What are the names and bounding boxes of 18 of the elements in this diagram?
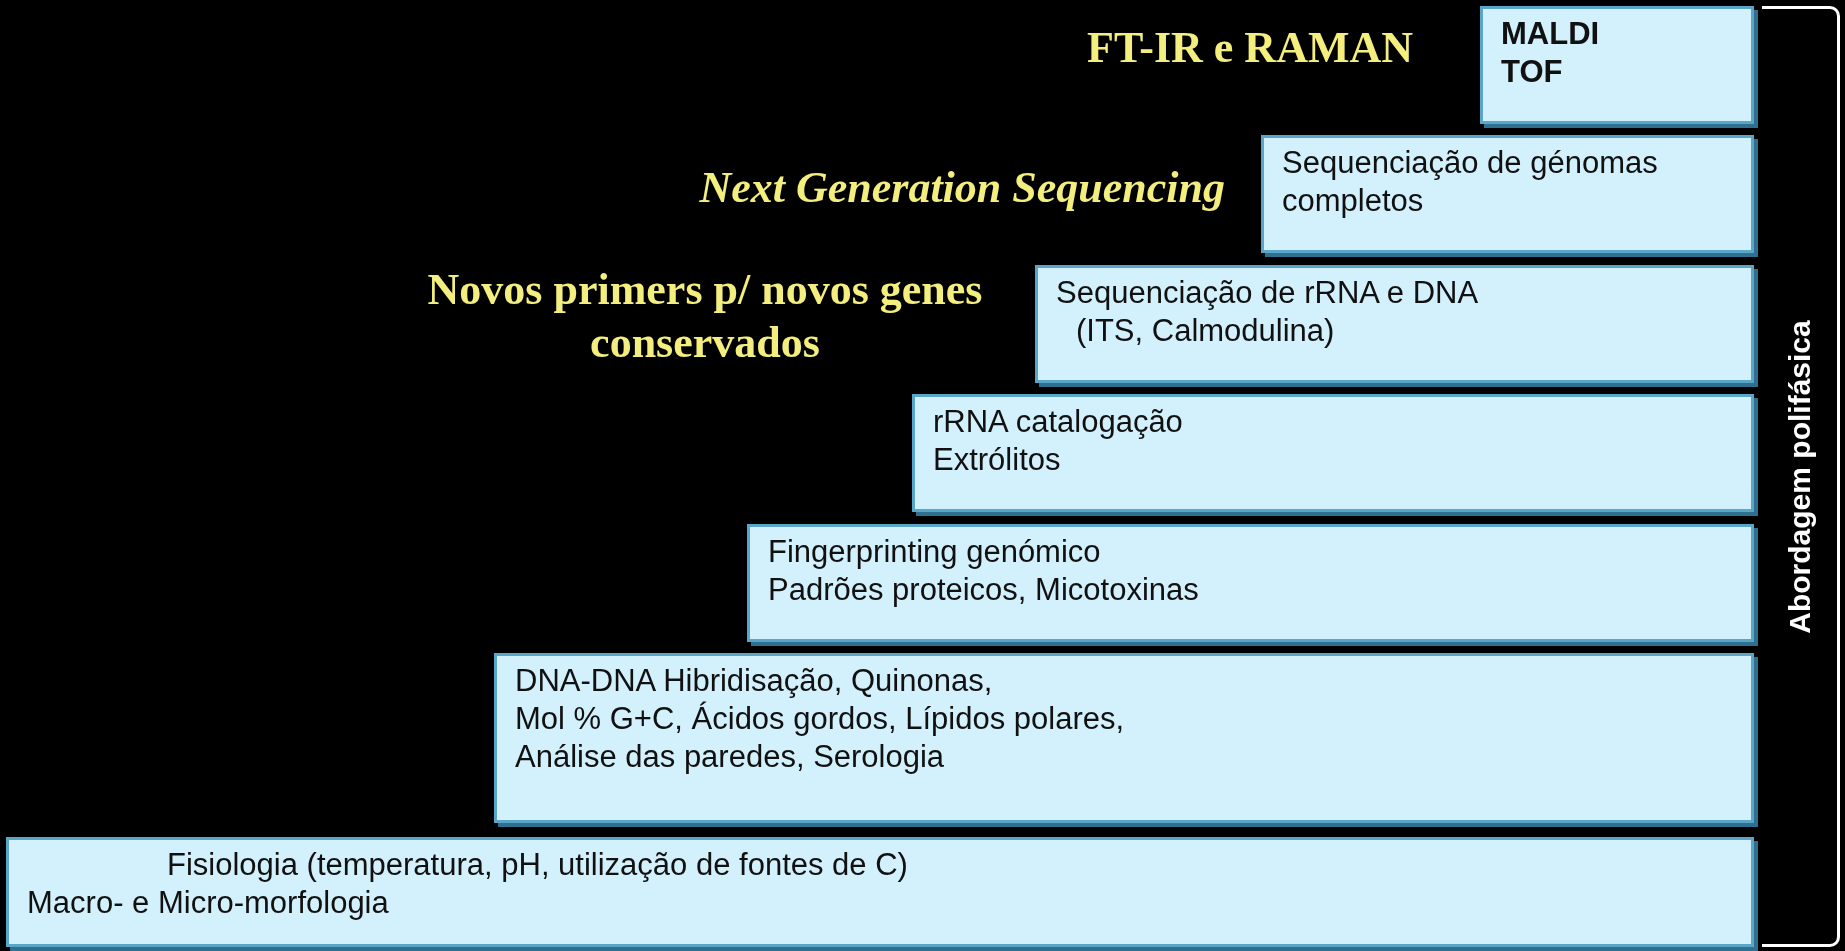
box-text: DNA-DNA Hibridisação, Quinonas, [515, 662, 993, 700]
box-text: (ITS, Calmodulina) [1076, 311, 1335, 350]
box-text: MALDI TOF [1501, 15, 1601, 91]
technique-heading: FT-IR e RAMAN [1087, 22, 1413, 74]
vertical-label: Abordagem polifásica [1782, 319, 1817, 634]
technique-heading: Novos primers p/ novos genes conservados [426, 264, 984, 369]
box-text: Mol % G+C, Ácidos gordos, Lípidos polares, [515, 699, 1125, 738]
box-text: Fingerprinting genómico [768, 533, 1101, 571]
box-text: Macro- e Micro-morfologia [27, 883, 389, 922]
box-text: rRNA catalogação [933, 403, 1183, 441]
box-text: Sequenciação de rRNA e DNA [1056, 274, 1479, 312]
box-text: Sequenciação de génomas completos [1282, 144, 1659, 220]
box-text: Análise das paredes, Serologia [515, 737, 945, 776]
box-text: Fisiologia (temperatura, pH, utilização de fontes de C) [167, 846, 908, 884]
box-text: Extrólitos [933, 440, 1061, 479]
box-text: Padrões proteicos, Micotoxinas [768, 570, 1199, 609]
bracket-panel [1762, 6, 1840, 947]
technique-heading: Next Generation Sequencing [699, 162, 1225, 214]
